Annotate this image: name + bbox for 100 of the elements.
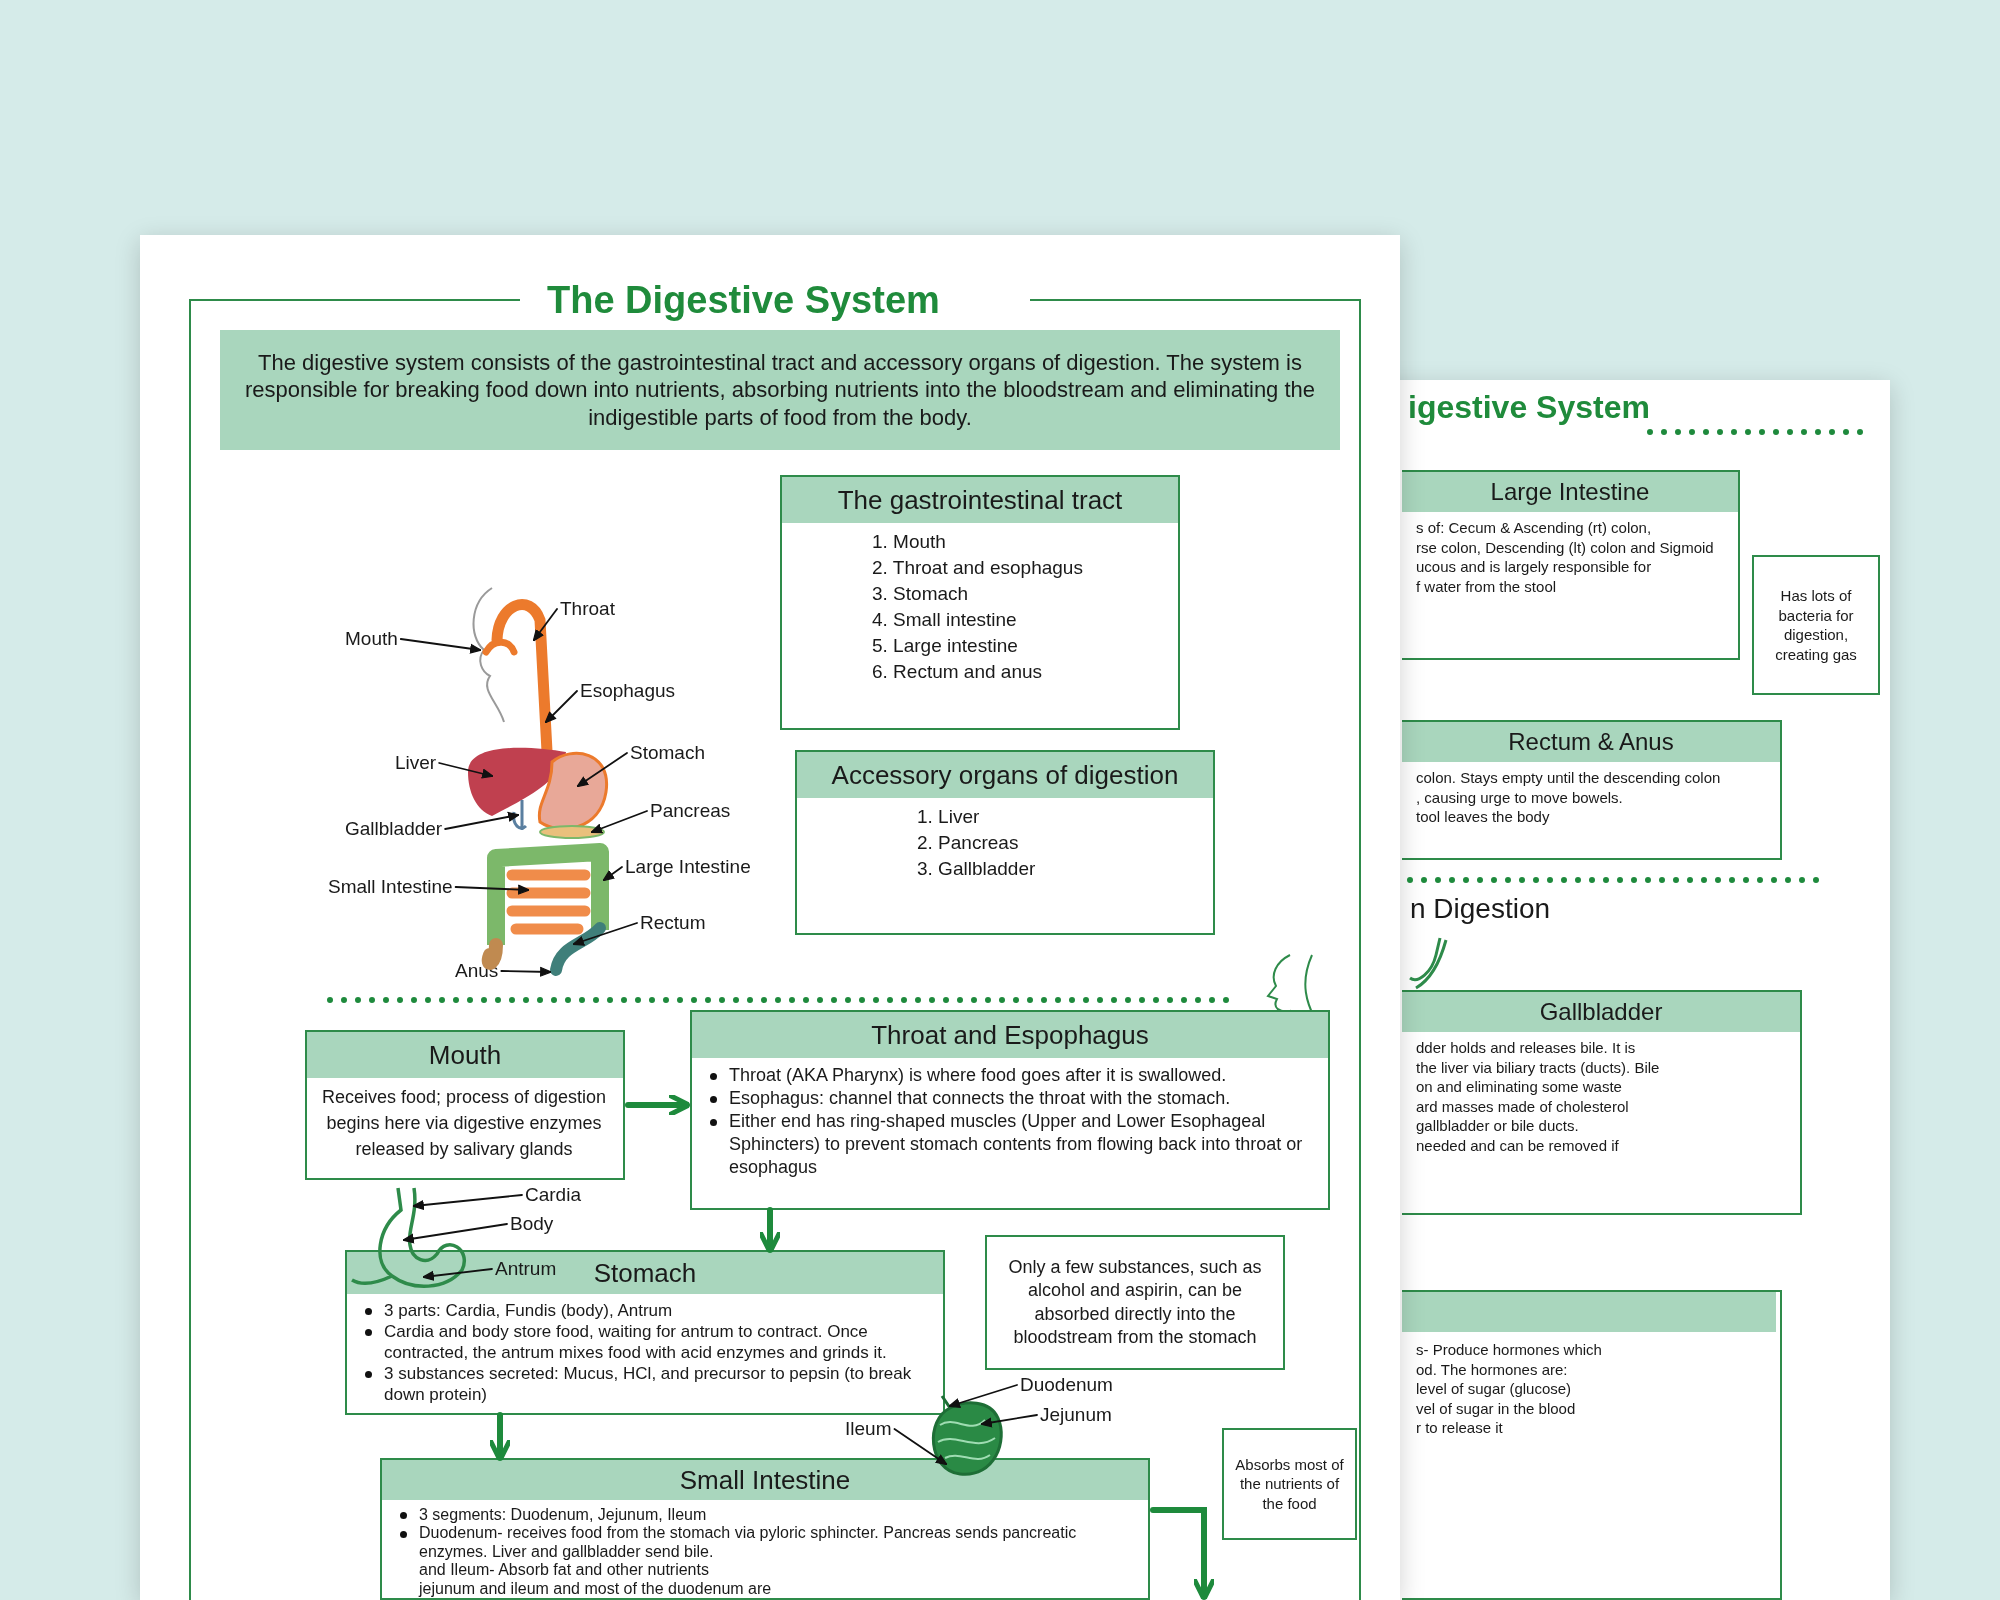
part-label: Mouth <box>345 628 398 650</box>
leader-line <box>412 1194 523 1211</box>
leader-line <box>980 1414 1038 1428</box>
bullet-text: Cardia and body store food, waiting for antrum to contract. Once contracted, the antrum mixes food with acid enzymes and grinds it. <box>384 1321 888 1363</box>
bullet-text: 3 parts: Cardia, Fundis (body), Antrum <box>384 1300 673 1321</box>
leader-line <box>399 638 482 654</box>
body-text: level of sugar (glucose) <box>1416 1379 1573 1399</box>
bullet-text: 3 segments: Duodenum, Jejunum, Ileum <box>419 1506 707 1525</box>
section-card <box>795 750 1215 935</box>
note-box <box>1222 1428 1357 1540</box>
section-title: n Digestion <box>1410 892 1551 926</box>
body-text: the liver via biliary tracts (ducts). Bile <box>1416 1057 1661 1077</box>
intro-text: The digestive system consists of the gastrointestinal tract and accessory organs of digestion. The system is responsible for breaking food down into nutrients, absorbing nutrients into the bloodstream and eliminating the indigestible parts of food from the body. <box>244 348 1316 432</box>
part-label: Antrum <box>495 1258 557 1280</box>
note-text: Only a few substances, such as alcohol and aspirin, can be absorbed directly into the bloodstream from the stomach <box>1007 1255 1263 1349</box>
leader-line <box>454 884 530 895</box>
list-item: 1. Liver <box>917 805 981 829</box>
arrow <box>757 1207 783 1255</box>
part-label: Pancreas <box>650 800 731 822</box>
heading-band: Rectum & Anus <box>1402 722 1780 762</box>
heading-band: Small Intestine <box>382 1460 1148 1500</box>
heading-band <box>1402 1292 1776 1332</box>
leader-line <box>544 690 578 724</box>
list-item: 3. Stomach <box>872 582 970 606</box>
part-label: Gallbladder <box>345 818 443 840</box>
part-label: Esophagus <box>580 680 676 702</box>
leader-line <box>444 811 520 830</box>
body-text: vel of sugar in the blood <box>1416 1398 1577 1418</box>
part-label: Anus <box>455 960 499 982</box>
section-card <box>780 475 1180 730</box>
note-text: Has lots of bacteria for digestion, creating gas <box>1774 586 1858 664</box>
heading-band: Mouth <box>307 1032 623 1078</box>
heading-band: The gastrointestinal tract <box>782 477 1178 523</box>
bullet-text: Throat (AKA Pharynx) is where food goes after it is swallowed. <box>729 1064 1227 1087</box>
list-item: 4. Small intestine <box>872 608 1018 632</box>
part-label: Throat <box>560 598 615 620</box>
leader-line <box>893 1428 948 1466</box>
bullet-text: Either end has ring-shaped muscles (Upper and Lower Esophageal Sphincters) to prevent stomach contents from flowing back into throat or esophagus <box>729 1110 1304 1179</box>
body-text: ard masses made of cholesterol <box>1416 1096 1630 1116</box>
leader-line <box>532 608 558 642</box>
arrow <box>625 1092 692 1118</box>
bullet-text: and Ileum- Absorb fat and other nutrients <box>419 1561 709 1580</box>
list-item: 1. Mouth <box>872 530 947 554</box>
body-text: s of: Cecum & Ascending (rt) colon, <box>1416 518 1653 538</box>
list-item: 2. Throat and esophagus <box>872 556 1084 580</box>
section-card <box>380 1458 1150 1600</box>
section-card <box>1402 470 1740 660</box>
intro-banner <box>220 330 1340 450</box>
leader-line <box>572 922 638 946</box>
body-text: f water from the stool <box>1416 576 1558 596</box>
body-text: Receives food; process of digestion begins here via digestive enzymes released by salivary glands <box>321 1086 607 1161</box>
heading-band: Throat and Espophagus <box>692 1012 1328 1058</box>
list-item: 5. Large intestine <box>872 634 1019 658</box>
page-title: igestive System <box>1408 388 1650 427</box>
bullet-text: 3 substances secreted: Mucus, HCl, and precursor to pepsin (to break down protein) <box>384 1363 913 1405</box>
leader-line <box>590 810 648 834</box>
heading-band: Large Intestine <box>1402 472 1738 512</box>
section-card <box>1402 990 1802 1215</box>
section-card <box>1402 720 1782 860</box>
bullet-text: Esophagus: channel that connects the throat with the stomach. <box>729 1087 1231 1110</box>
part-label: Liver <box>395 752 437 774</box>
note-text: Absorbs most of the nutrients of the food <box>1234 1454 1345 1514</box>
body-text: r to release it <box>1416 1418 1504 1438</box>
body-text: colon. Stays empty until the descending colon <box>1416 768 1722 788</box>
part-label: Stomach <box>630 742 705 764</box>
leader-line <box>948 1384 1018 1408</box>
note-box <box>1752 555 1880 695</box>
body-text: on and eliminating some waste <box>1416 1077 1623 1097</box>
body-text: s- Produce hormones which <box>1416 1340 1603 1360</box>
part-label: Duodenum <box>1020 1374 1113 1396</box>
body-text: gallbladder or bile ducts. <box>1416 1116 1580 1136</box>
section-card <box>690 1010 1330 1210</box>
part-label: Ileum <box>845 1418 892 1440</box>
part-label: Body <box>510 1213 554 1235</box>
part-label: Cardia <box>525 1184 581 1206</box>
heading-band: Accessory organs of digestion <box>797 752 1213 798</box>
bullet-text: Duodenum- receives food from the stomach via pyloric sphincter. Pancreas sends pancreatic enzymes. Liver and gallbladder send bile. <box>419 1524 1078 1562</box>
leader-line <box>422 1268 493 1281</box>
note-box <box>985 1235 1285 1370</box>
part-label: Small Intestine <box>328 876 453 898</box>
leader-line <box>438 762 494 779</box>
section-card <box>1402 1290 1782 1600</box>
section-card <box>345 1250 945 1415</box>
arrow <box>487 1412 513 1463</box>
leader-line <box>500 966 552 977</box>
list-item: 6. Rectum and anus <box>872 660 1044 684</box>
list-item: 3. Gallbladder <box>917 857 1037 881</box>
part-label: Rectum <box>640 912 706 934</box>
leader-line <box>402 1223 508 1244</box>
bullet-text: jejunum and ileum and most of the duodenum are <box>419 1579 772 1599</box>
arrow <box>1150 1507 1217 1600</box>
body-text: tool leaves the body <box>1416 807 1551 827</box>
body-text: needed and can be removed if <box>1416 1135 1620 1155</box>
body-text: dder holds and releases bile. It is <box>1416 1038 1637 1058</box>
section-card <box>305 1030 625 1180</box>
body-text: rse colon, Descending (lt) colon and Sigmoid <box>1416 537 1715 557</box>
body-text: , causing urge to move bowels. <box>1416 787 1624 807</box>
body-text: od. The hormones are: <box>1416 1359 1569 1379</box>
leader-line <box>602 866 623 882</box>
body-text: ucous and is largely responsible for <box>1416 557 1653 577</box>
